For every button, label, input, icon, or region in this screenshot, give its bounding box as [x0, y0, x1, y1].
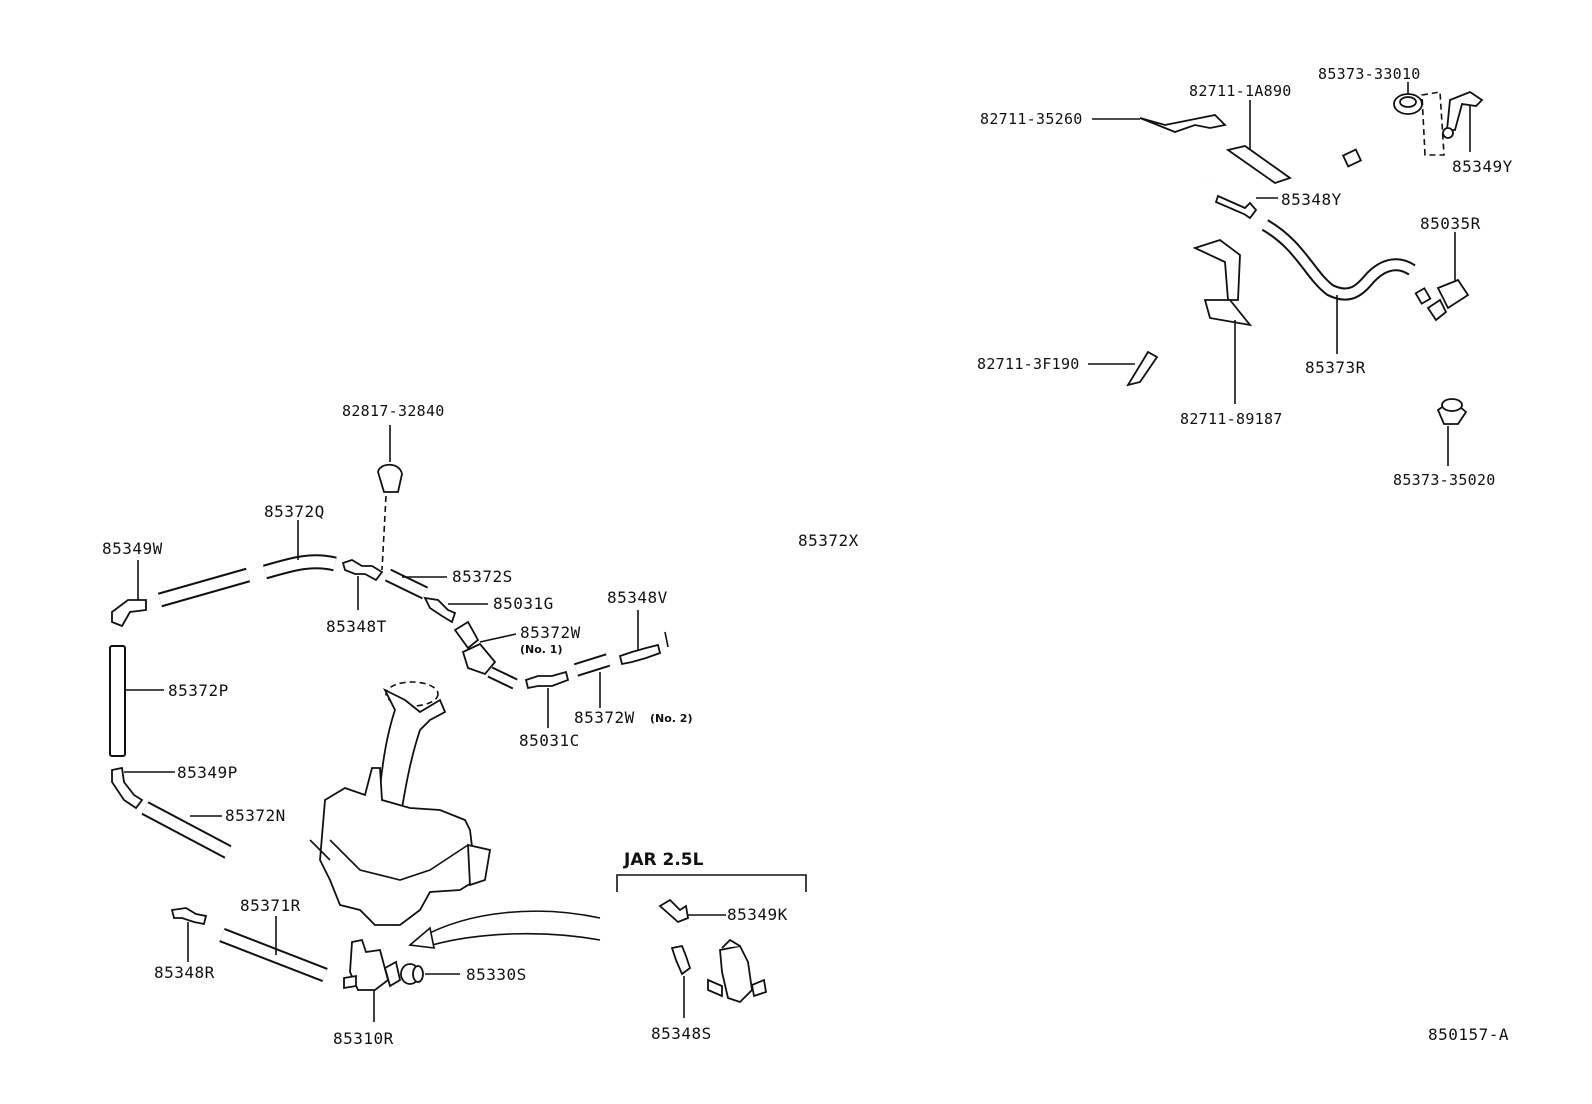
hose-85372w-no2: [573, 653, 611, 708]
hose-85372s: [384, 568, 447, 600]
label-82711-89187: 82711-89187: [1180, 410, 1283, 428]
pump-85310r: [343, 938, 402, 1022]
hose-segment-upper-left: [157, 567, 251, 608]
connector-85031g: [423, 596, 488, 624]
bracket-82711-89187: [1192, 239, 1253, 404]
label-85330s: 85330S: [466, 965, 527, 984]
label-85349p: 85349P: [177, 763, 238, 782]
label-85348y: 85348Y: [1281, 190, 1342, 209]
label-85310r: 85310R: [333, 1029, 394, 1048]
label-85372n: 85372N: [225, 806, 286, 825]
connector-85348v: [618, 610, 662, 666]
hose-85372x: [663, 135, 1211, 648]
connector-85349y: [1421, 90, 1484, 156]
label-no2: (No. 2): [650, 712, 692, 725]
elbow-85349p: [111, 766, 175, 810]
label-85349k: 85349K: [727, 905, 788, 924]
label-85372s: 85372S: [452, 567, 513, 586]
elbow-85349w: [111, 560, 147, 628]
label-85373-33010: 85373-33010: [1318, 65, 1421, 83]
nozzle-85035r: [1414, 232, 1470, 322]
valve-85372w-no1: [453, 620, 518, 690]
washer-tank: [309, 681, 492, 926]
grommet-85330s: [400, 963, 460, 985]
label-82711-35260: 82711-35260: [980, 110, 1083, 128]
label-85031c: 85031C: [519, 731, 580, 750]
label-85348v: 85348V: [607, 588, 668, 607]
label-85371r: 85371R: [240, 896, 301, 915]
hose-85373-33010: [1341, 82, 1423, 168]
label-85373-35020: 85373-35020: [1393, 471, 1496, 489]
label-82711-3f190: 82711-3F190: [977, 355, 1080, 373]
label-85031g: 85031G: [493, 594, 554, 613]
label-85372q: 85372Q: [264, 502, 325, 521]
connector-85031c: [524, 670, 570, 728]
label-85349w: 85349W: [102, 539, 163, 558]
hose-85373r: [1261, 219, 1416, 354]
connector-85348r: [170, 907, 208, 962]
label-85372p: 85372P: [168, 681, 229, 700]
clip-82711-35260: [1092, 114, 1227, 133]
figure-code: 850157-A: [1428, 1025, 1509, 1044]
label-85349y: 85349Y: [1452, 157, 1513, 176]
label-85348s: 85348S: [651, 1024, 712, 1043]
bracket-82711-1a890: [1225, 100, 1292, 184]
hose-85372n: [141, 801, 232, 859]
label-jar-2-5l: JAR 2.5L: [623, 850, 704, 870]
label-85372w-no1: 85372W: [520, 623, 581, 642]
hose-85371r: [219, 916, 328, 982]
hose-85372q: [262, 520, 337, 580]
connector-85348t: [341, 559, 384, 610]
arrow-to-jar: [408, 910, 601, 949]
clamp-82817-32840: [377, 425, 403, 571]
label-82711-1a890: 82711-1A890: [1189, 82, 1292, 100]
hose-85372p: [109, 645, 164, 757]
label-85035r: 85035R: [1420, 214, 1481, 233]
clip-82711-3f190: [1088, 350, 1159, 387]
jar-group: [616, 874, 807, 1018]
part-labels: 85373-33010 82711-1A890 82711-35260 8534…: [102, 65, 1513, 1048]
label-85372x: 85372X: [798, 531, 859, 550]
label-82817-32840: 82817-32840: [342, 402, 445, 420]
label-85348t: 85348T: [326, 617, 387, 636]
label-85372w-no2: 85372W: [574, 708, 635, 727]
label-no1: (No. 1): [520, 643, 562, 656]
label-85373r: 85373R: [1305, 358, 1366, 377]
connector-85348y: [1214, 194, 1278, 220]
grommet-85373-35020: [1436, 398, 1468, 466]
label-85348r: 85348R: [154, 963, 215, 982]
